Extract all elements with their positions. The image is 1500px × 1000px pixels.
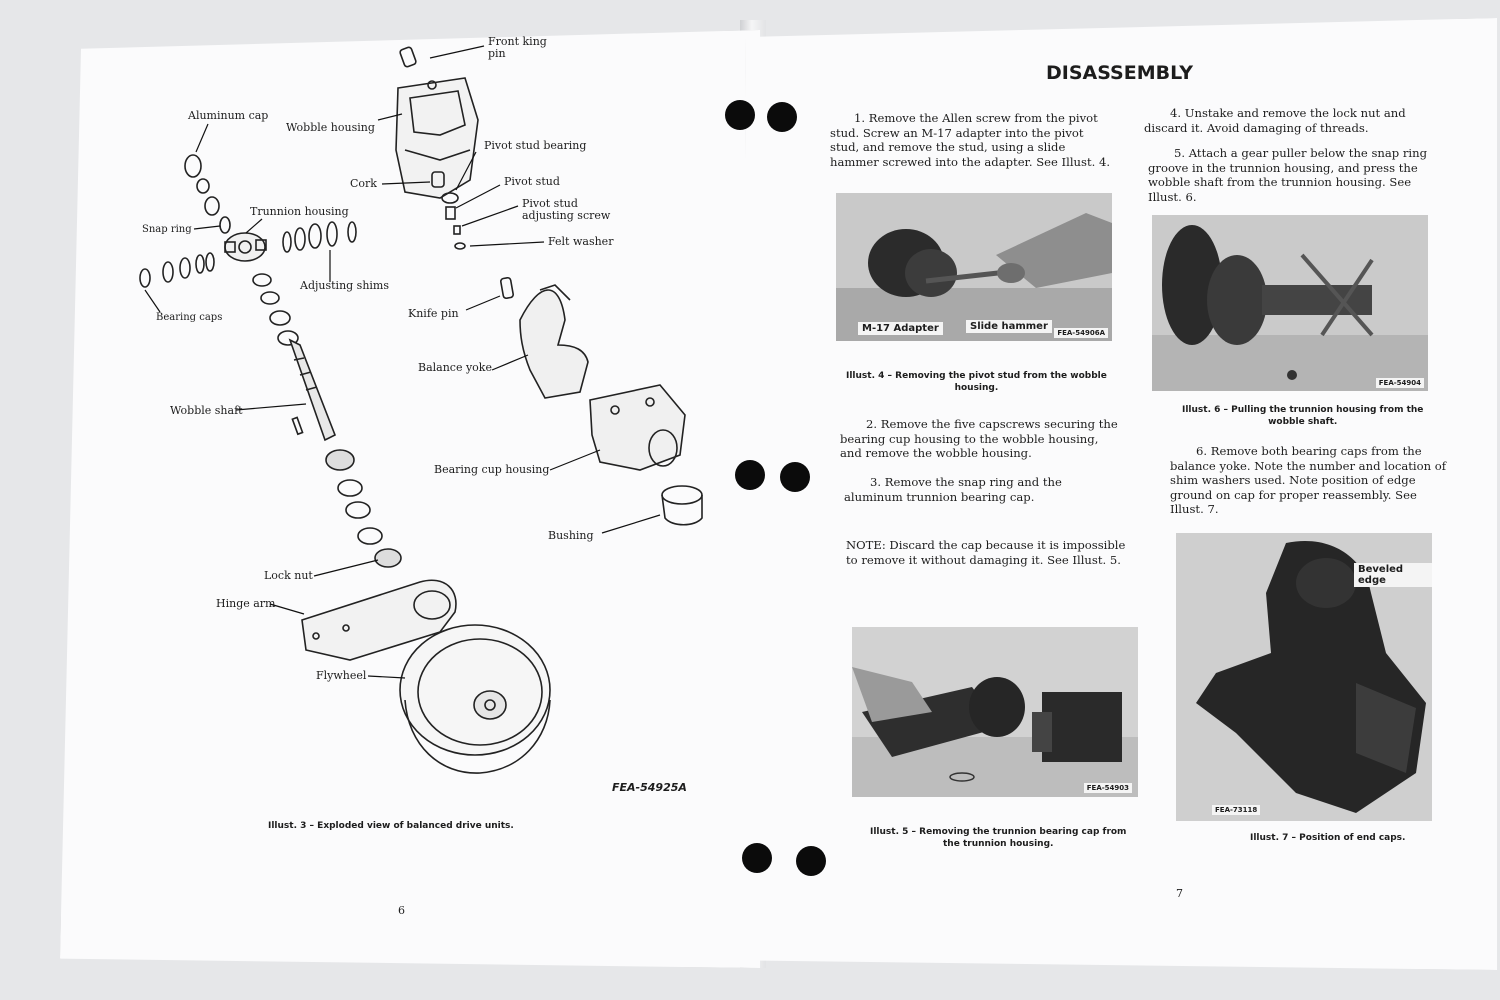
wobble-shaft-part — [288, 338, 337, 442]
binding-hole — [796, 846, 826, 876]
label-flywheel: Flywheel — [316, 669, 367, 682]
flywheel-part — [399, 624, 551, 774]
step-2: 2. Remove the five capscrews securing th… — [840, 417, 1118, 460]
figure-code: FEA-54925A — [612, 781, 687, 794]
label-pivot-stud-bearing: Pivot stud bearing — [484, 139, 587, 152]
label-pivot-stud: Pivot stud — [504, 175, 560, 188]
label-front-king-pin: Front king pin — [488, 35, 547, 60]
balance-yoke-part — [519, 284, 589, 399]
page-number-left: 6 — [398, 904, 405, 917]
label-felt-washer: Felt washer — [548, 235, 614, 248]
illust7-caption: Illust. 7 – Position of end caps. — [1250, 833, 1406, 843]
label-beveled-edge: Beveled edge — [1354, 563, 1432, 587]
section-heading: DISASSEMBLY — [1046, 62, 1194, 84]
step-6: 6. Remove both bearing caps from the bal… — [1170, 444, 1447, 516]
label-bearing-cup-housing: Bearing cup housing — [434, 463, 550, 476]
illust6-photo: FEA-54904 — [1152, 215, 1428, 391]
label-adjusting-shims: Adjusting shims — [300, 279, 390, 292]
label-aluminum-cap: Aluminum cap — [188, 109, 269, 122]
illust5-photo: FEA-54903 — [852, 627, 1138, 797]
trunnion-housing-part — [224, 232, 267, 262]
wobble-housing-part — [395, 77, 479, 199]
page-number-right: 7 — [1176, 887, 1183, 900]
bushing-part — [661, 485, 703, 526]
label-wobble-housing: Wobble housing — [286, 121, 375, 134]
label-m17-adapter: M-17 Adapter — [858, 322, 943, 335]
illust6-caption: Illust. 6 – Pulling the trunnion housing… — [1182, 405, 1424, 427]
label-lock-nut: Lock nut — [264, 569, 313, 582]
label-knife-pin: Knife pin — [408, 307, 459, 320]
label-balance-yoke: Balance yoke — [418, 361, 492, 374]
illust5-code: FEA-54903 — [1083, 783, 1132, 793]
binding-hole — [780, 462, 810, 492]
label-pivot-stud-adjusting-screw: Pivot stud adjusting screw — [522, 197, 611, 222]
cork-part — [431, 171, 445, 188]
step-5: 5. Attach a gear puller below the snap r… — [1148, 146, 1428, 204]
label-snap-ring: Snap ring — [142, 224, 192, 235]
label-trunnion-housing: Trunnion housing — [250, 205, 349, 218]
illust4-photo: M-17 Adapter Slide hammer FEA-54906A — [836, 193, 1112, 341]
label-bushing: Bushing — [548, 529, 594, 542]
binding-hole — [742, 843, 772, 873]
binding-hole — [735, 460, 765, 490]
hinge-arm-part — [301, 579, 457, 661]
step-1: 1. Remove the Allen screw from the pivot… — [830, 111, 1111, 169]
binding-hole — [767, 102, 797, 132]
note-text: NOTE: Discard the cap because it is impo… — [846, 538, 1126, 567]
bearing-cup-housing-part — [589, 384, 686, 471]
illust5-caption: Illust. 5 – Removing the trunnion bearin… — [870, 827, 1127, 849]
label-cork: Cork — [350, 177, 377, 190]
illust4-code: FEA-54906A — [1054, 328, 1108, 338]
illust7-code: FEA-73118 — [1212, 805, 1261, 815]
felt-washer-part — [454, 242, 466, 250]
pivot-stud-part — [445, 206, 456, 220]
king-pin-part — [399, 46, 417, 68]
label-slide-hammer: Slide hammer — [966, 320, 1052, 333]
knife-pin-part — [500, 276, 514, 300]
pivot-stud-bearing-part — [441, 192, 459, 204]
illust6-code: FEA-54904 — [1375, 378, 1424, 388]
label-hinge-arm: Hinge arm — [216, 597, 276, 610]
step-3: 3. Remove the snap ring and the aluminum… — [844, 475, 1062, 504]
step-4: 4. Unstake and remove the lock nut and d… — [1144, 106, 1406, 135]
label-bearing-caps: Bearing caps — [156, 312, 223, 323]
snap-ring-part — [219, 216, 231, 234]
aluminum-cap-part — [184, 154, 202, 178]
bearing-cap-part — [139, 268, 151, 288]
illust4-caption: Illust. 4 – Removing the pivot stud from… — [846, 371, 1107, 393]
illust3-caption: Illust. 3 – Exploded view of balanced dr… — [268, 821, 514, 831]
binding-hole — [725, 100, 755, 130]
lock-nut-part — [374, 548, 402, 568]
illust7-photo: Beveled edge FEA-73118 — [1176, 533, 1432, 821]
adjusting-screw-part — [453, 225, 461, 235]
label-wobble-shaft: Wobble shaft — [170, 404, 243, 417]
